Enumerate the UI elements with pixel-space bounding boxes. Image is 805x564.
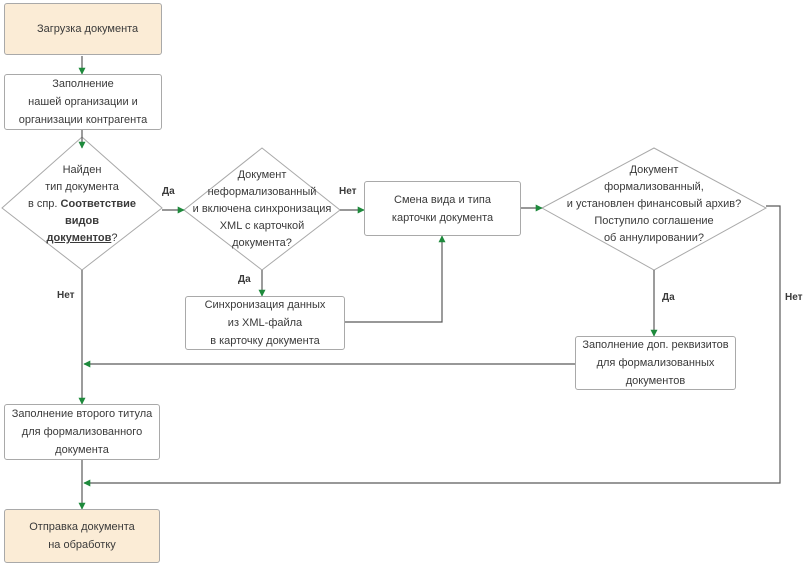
node-sync-xml-text: Синхронизация данных из XML-файла в карт… xyxy=(204,299,326,347)
decision-found-type-suffix: ? xyxy=(111,232,118,244)
decision-found-type-line2: тип документа xyxy=(45,181,119,193)
decision-informal-sync-label: Документ неформализованный и включена си… xyxy=(192,168,332,249)
decision-found-type-line5: документов? xyxy=(20,230,144,247)
decision-formal-archive-label: Документ формализованный, и установлен ф… xyxy=(566,163,742,244)
node-upload-document: Загрузка документа xyxy=(4,3,162,55)
node-change-card-type-text: Смена вида и типа карточки документа xyxy=(391,193,494,224)
node-fill-organizations-text: Заполнение нашей организации и организац… xyxy=(18,78,148,126)
connector-sync-to-change-type xyxy=(345,235,446,323)
node-upload-document-text: Загрузка документа xyxy=(37,23,139,35)
label-formal-no: Нет xyxy=(785,292,803,303)
reference-name-part1: Соответствие xyxy=(60,198,137,210)
decision-found-type-line4: видов xyxy=(20,213,144,230)
reference-name-part3: документов xyxy=(46,232,112,244)
node-change-card-type: Смена вида и типа карточки документа xyxy=(364,181,521,236)
label-found-no: Нет xyxy=(57,290,75,301)
node-send-document-text: Отправка документа на обработку xyxy=(29,521,135,551)
node-send-document: Отправка документа на обработку xyxy=(4,509,160,563)
node-fill-extra-requisites: Заполнение доп. реквизитов для формализо… xyxy=(575,336,736,390)
node-fill-second-title-text: Заполнение второго титула для формализов… xyxy=(11,408,153,456)
decision-formal-archive-text: Документ формализованный, и установлен ф… xyxy=(560,158,748,250)
node-fill-extra-requisites-text: Заполнение доп. реквизитов для формализо… xyxy=(582,339,729,387)
connector-formal-no xyxy=(83,205,781,487)
decision-found-type-line3: в спр. Соответствие xyxy=(20,196,144,213)
decision-informal-sync-text: Документ неформализованный и включена си… xyxy=(190,164,334,254)
label-informal-no: Нет xyxy=(339,186,357,197)
label-formal-yes: Да xyxy=(662,292,675,303)
decision-found-type-prefix: в спр. xyxy=(27,198,61,210)
node-sync-xml: Синхронизация данных из XML-файла в карт… xyxy=(185,296,345,350)
label-found-yes: Да xyxy=(162,186,175,197)
label-informal-yes: Да xyxy=(238,274,251,285)
decision-found-type-text: Найден тип документа в спр. Соответствие… xyxy=(20,160,144,256)
decision-found-type-line1: Найден xyxy=(62,164,102,176)
node-fill-organizations: Заполнение нашей организации и организац… xyxy=(4,74,162,130)
node-fill-second-title: Заполнение второго титула для формализов… xyxy=(4,404,160,460)
reference-name-part2: видов xyxy=(65,215,99,227)
